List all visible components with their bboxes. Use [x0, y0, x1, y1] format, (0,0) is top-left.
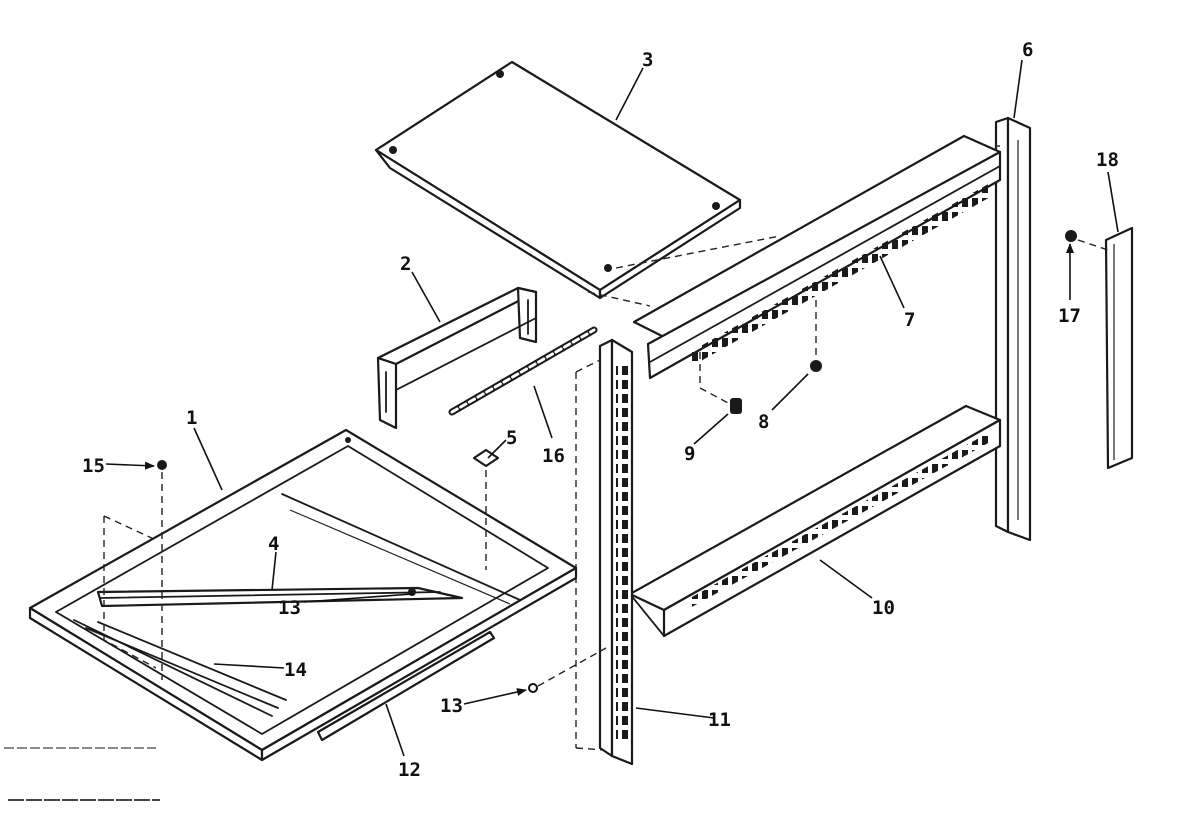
- part-8-fastener: [810, 360, 822, 372]
- callout-6: 6: [1022, 39, 1033, 61]
- callout-1: 1: [186, 407, 197, 429]
- part-9-fastener: [730, 398, 742, 414]
- scan-artifact-lines: [4, 747, 160, 801]
- callout-15: 15: [82, 455, 105, 477]
- part-15-screw: [157, 460, 167, 470]
- part-18-panel-strip: [1104, 226, 1134, 470]
- part-13-screw: [528, 683, 538, 693]
- part-10-lower-member: [628, 404, 1002, 638]
- part-14-inner-rail: [85, 621, 287, 709]
- part-12-strip: [316, 630, 496, 742]
- callout-16: 16: [542, 445, 565, 467]
- part-16-rod: [448, 326, 598, 416]
- callout-13-tray: 13: [278, 597, 301, 619]
- callout-labels: 3 2 1 4 5 6 7 8 9 10 11 12 13 13 14 15 1…: [82, 39, 1119, 781]
- callout-3: 3: [642, 49, 653, 71]
- part-17-knob: [1065, 230, 1077, 242]
- part-3-top-cover: [374, 60, 742, 300]
- part-4-cross-bar: [96, 586, 464, 608]
- assembly-lines: [103, 145, 1109, 751]
- leader-lines: [105, 59, 1119, 757]
- callout-7: 7: [904, 309, 915, 331]
- callout-2: 2: [400, 253, 411, 275]
- callout-14: 14: [284, 659, 307, 681]
- part-6-right-rail: [994, 116, 1032, 542]
- callout-13-rail: 13: [440, 695, 463, 717]
- callout-11: 11: [708, 709, 731, 731]
- part-2-bracket: [376, 286, 538, 430]
- callout-4: 4: [268, 533, 279, 555]
- callout-5: 5: [506, 427, 517, 449]
- callout-12: 12: [398, 759, 421, 781]
- callout-18: 18: [1096, 149, 1119, 171]
- callout-9: 9: [684, 443, 695, 465]
- part-7-upper-member: [632, 134, 1002, 380]
- callout-17: 17: [1058, 305, 1081, 327]
- callout-10: 10: [872, 597, 895, 619]
- callout-8: 8: [758, 411, 769, 433]
- part-11-front-rail: [598, 338, 634, 766]
